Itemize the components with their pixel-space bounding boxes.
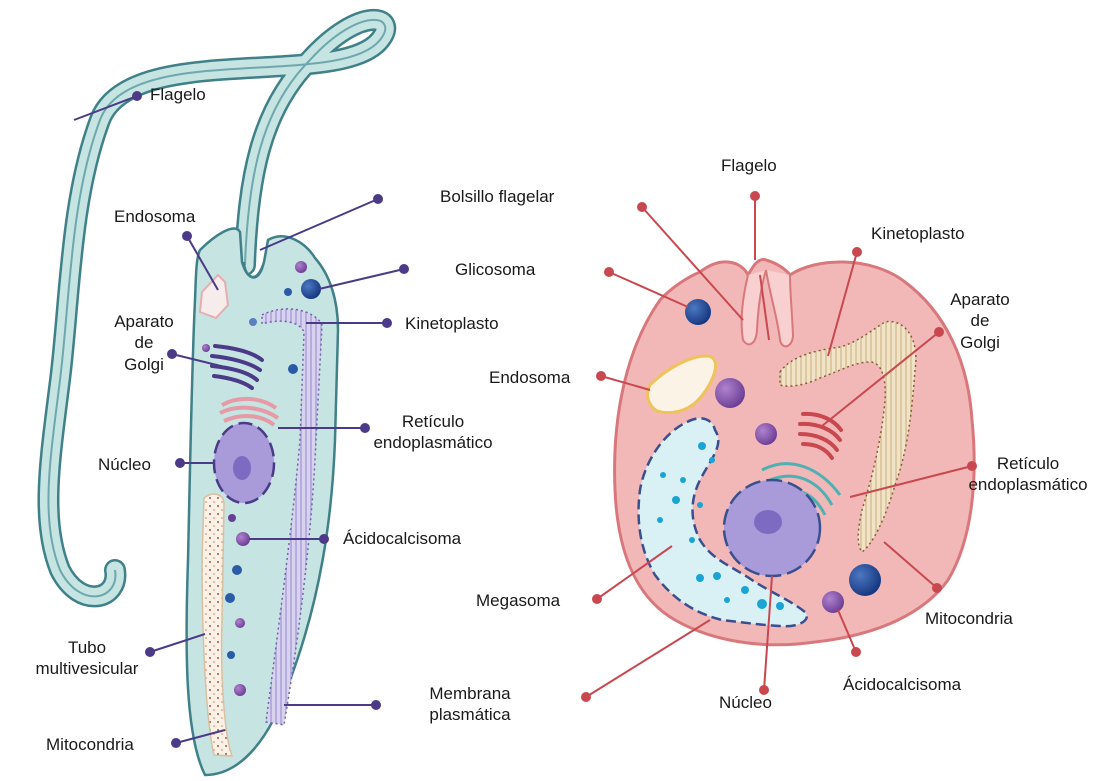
right-glycosome [685, 299, 711, 325]
left-glycosome [301, 279, 321, 299]
label-left-endosoma: Endosoma [114, 206, 195, 227]
right-acidocalcisome [822, 591, 844, 613]
label-left-membrana-line1: Membrana [415, 683, 525, 704]
label-right-golgi-line3: Golgi [940, 332, 1020, 353]
label-left-tubo-line1: Tubo [32, 637, 142, 658]
label-left-reticulo: Retículo endoplasmático [358, 411, 508, 454]
label-right-mitocondria: Mitocondria [925, 608, 1013, 629]
label-right-golgi-line1: Aparato [940, 289, 1020, 310]
label-right-nucleo: Núcleo [719, 692, 772, 713]
right-cell [615, 259, 975, 644]
label-left-flagelo: Flagelo [150, 84, 206, 105]
label-right-flagelo: Flagelo [721, 155, 777, 176]
label-left-golgi-line1: Aparato [104, 311, 184, 332]
label-left-reticulo-line1: Retículo [358, 411, 508, 432]
label-left-membrana-line2: plasmática [415, 704, 525, 725]
label-left-reticulo-line2: endoplasmático [358, 432, 508, 453]
label-left-tubo-multivesicular: Tubo multivesicular [32, 637, 142, 680]
label-left-bolsillo-flagelar: Bolsillo flagelar [440, 186, 554, 207]
label-right-megasoma: Megasoma [476, 590, 560, 611]
label-right-reticulo-line1: Retículo [953, 453, 1103, 474]
left-acidocalcisome [236, 532, 250, 546]
label-left-tubo-line2: multivesicular [32, 658, 142, 679]
label-left-nucleo: Núcleo [98, 454, 151, 475]
label-left-kinetoplasto: Kinetoplasto [405, 313, 499, 334]
label-right-reticulo: Retículo endoplasmático [953, 453, 1103, 496]
label-left-aparato-golgi: Aparato de Golgi [104, 311, 184, 375]
label-left-glicosoma: Glicosoma [455, 259, 535, 280]
label-right-endosoma: Endosoma [489, 367, 570, 388]
label-left-golgi-line2: de [104, 332, 184, 353]
label-right-reticulo-line2: endoplasmático [953, 474, 1103, 495]
label-left-golgi-line3: Golgi [104, 354, 184, 375]
label-right-kinetoplasto: Kinetoplasto [871, 223, 965, 244]
label-left-mitocondria: Mitocondria [46, 734, 134, 755]
right-mitochondrion-dot [849, 564, 881, 596]
label-right-golgi-line2: de [940, 310, 1020, 331]
label-left-membrana: Membrana plasmática [415, 683, 525, 726]
label-right-aparato-golgi: Aparato de Golgi [940, 289, 1020, 353]
label-left-acidocalcisoma: Ácidocalcisoma [343, 528, 461, 549]
label-right-acidocalcisoma: Ácidocalcisoma [843, 674, 961, 695]
